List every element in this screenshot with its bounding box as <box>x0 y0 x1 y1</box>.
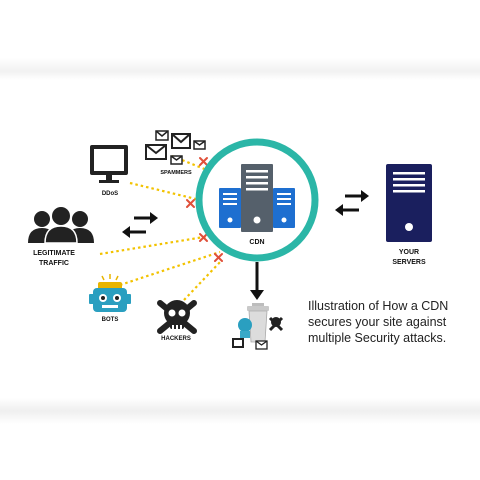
double-arrow-icon <box>335 190 369 216</box>
traffic-label: TRAFFIC <box>39 260 69 267</box>
legit-line <box>99 234 211 256</box>
server-icon <box>219 164 295 232</box>
skull-icon <box>157 300 197 334</box>
blocked-x-icon <box>214 253 223 262</box>
your-label: YOUR <box>399 249 419 256</box>
servers-label: SERVERS <box>392 259 426 266</box>
hackers-threat-line <box>183 259 223 301</box>
top-fade-band <box>0 58 480 80</box>
diagram-caption: Illustration of How a CDN secures your s… <box>308 298 478 346</box>
people-icon <box>28 207 94 244</box>
cdn-label: CDN <box>249 239 264 246</box>
caption-line: secures your site against <box>308 315 447 329</box>
mini-mail-icon <box>255 340 268 350</box>
spammers-label: SPAMMERS <box>160 170 192 176</box>
bottom-fade-band <box>0 398 480 424</box>
blocked-x-icon <box>199 233 208 242</box>
double-arrow-icon <box>122 212 158 238</box>
ddos-threat-line <box>129 181 201 202</box>
server-icon <box>386 164 432 242</box>
blocked-x-icon <box>199 157 208 166</box>
caption-line: multiple Security attacks. <box>308 331 447 345</box>
blocked-skull-icon <box>268 316 284 332</box>
monitor-icon <box>90 145 128 183</box>
legitimate-label: LEGITIMATE <box>33 250 75 257</box>
mini-monitor-icon <box>232 338 244 348</box>
blocked-x-icon <box>186 199 195 208</box>
bot-icon <box>89 274 131 312</box>
trash-icon <box>232 303 284 350</box>
bots-label: BOTS <box>102 317 119 323</box>
blocked-marks <box>186 157 223 262</box>
caption-line: Illustration of How a CDN <box>308 299 449 313</box>
ddos-label: DDoS <box>102 191 118 197</box>
hackers-label: HACKERS <box>161 336 191 342</box>
mail-icon <box>145 130 206 165</box>
arrow-down-icon <box>250 262 264 300</box>
bots-threat-line <box>119 250 221 287</box>
